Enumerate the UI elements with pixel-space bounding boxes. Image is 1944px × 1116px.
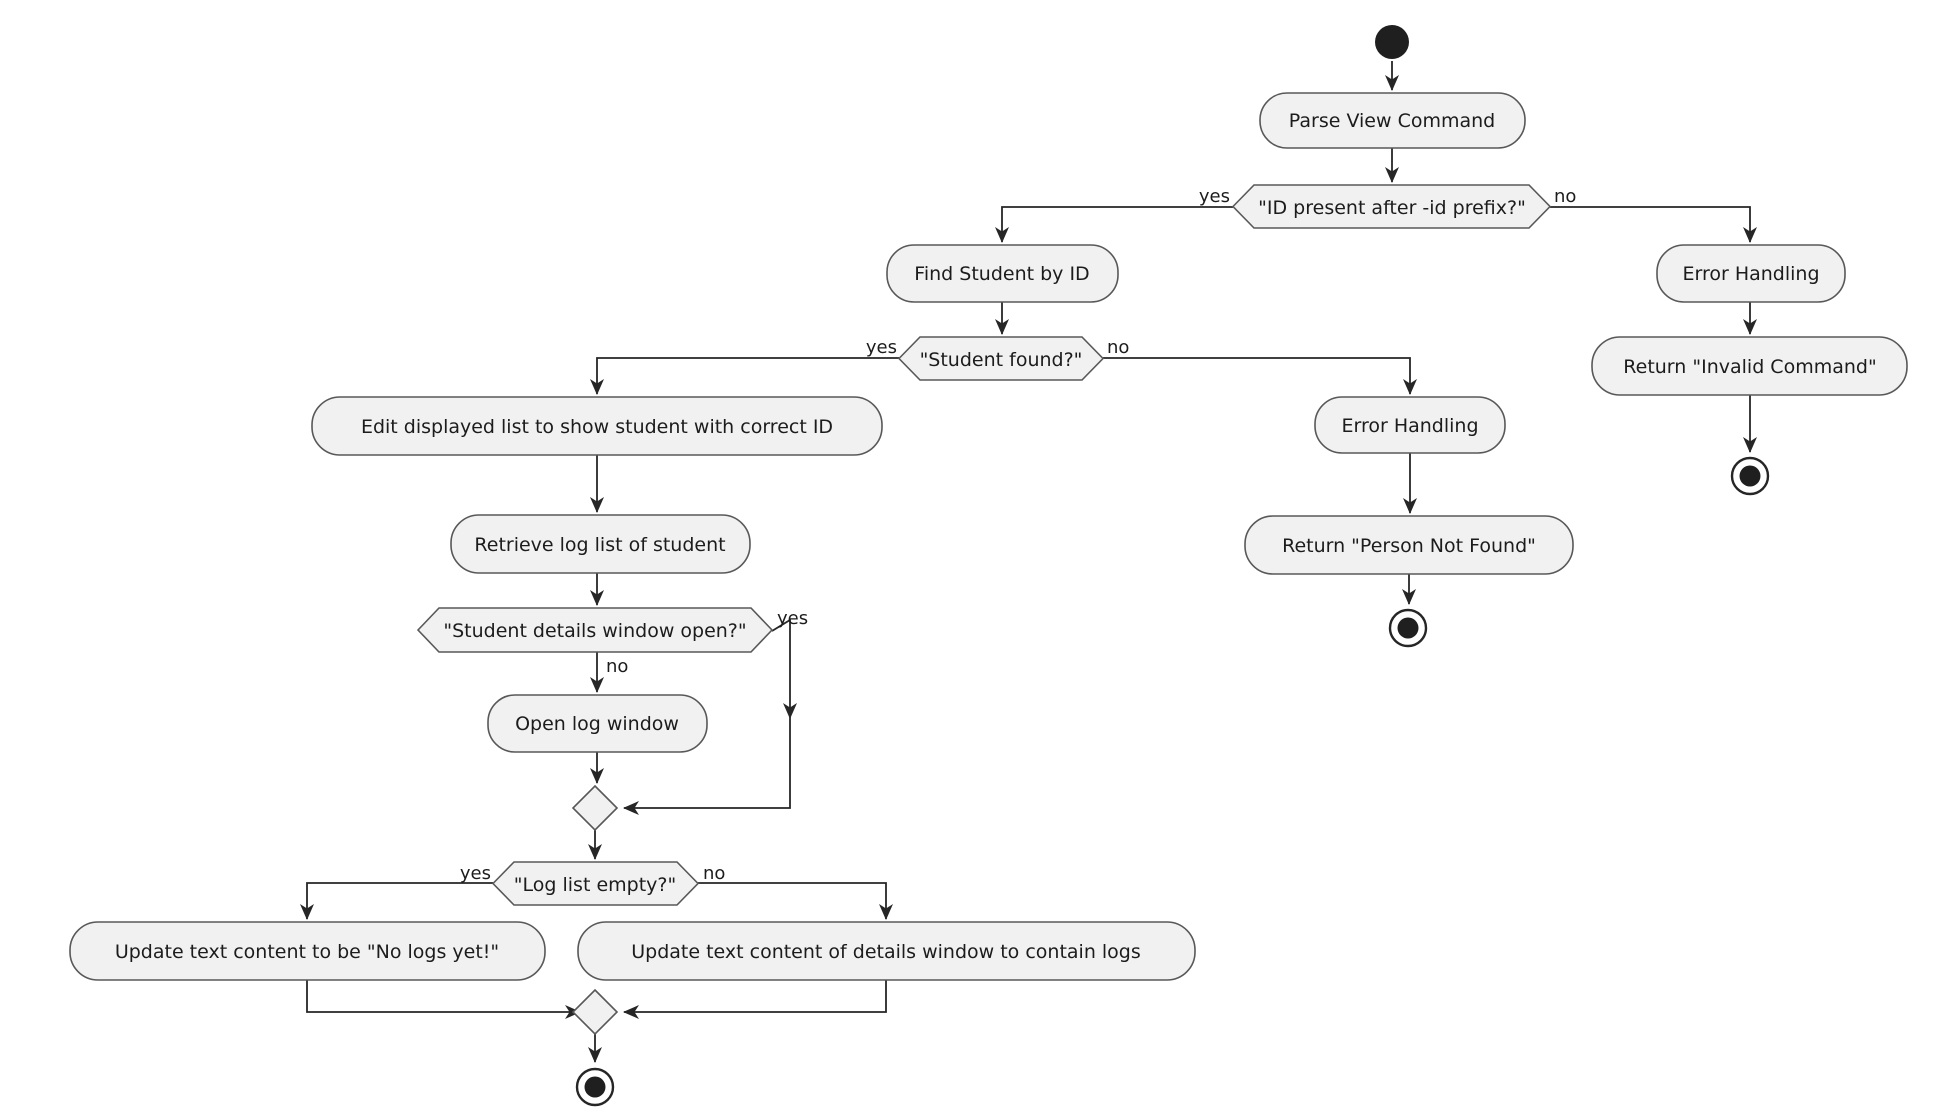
node-update-no-logs: Update text content to be "No logs yet!"	[69, 921, 546, 981]
activity-box	[1591, 336, 1908, 396]
node-details-window-decision: "Student details window open?"	[416, 607, 774, 653]
node-return-invalid-command: Return "Invalid Command"	[1591, 336, 1908, 396]
label-details-open-no: no	[606, 656, 628, 677]
label-student-found-no: no	[1107, 337, 1129, 358]
node-end-not-found	[1388, 608, 1428, 648]
decision-label: "Log list empty?"	[514, 874, 676, 896]
edge-id-yes-to-find-student	[995, 206, 1233, 243]
node-return-person-not-found: Return "Person Not Found"	[1244, 515, 1574, 575]
end-circle-inner	[1739, 465, 1761, 487]
activity-label: Return "Person Not Found"	[1282, 535, 1536, 557]
edge-found-yes-to-edit-list	[590, 357, 899, 395]
activity-box	[1259, 92, 1526, 149]
start-circle	[1375, 25, 1409, 59]
activity-label: Update text content to be "No logs yet!"	[115, 941, 499, 963]
edge-details-yes-bypass-lower	[623, 718, 791, 815]
label-id-present-no: no	[1554, 186, 1576, 207]
activity-box	[886, 244, 1119, 303]
node-parse-view-command: Parse View Command	[1259, 92, 1526, 149]
edge-log-no-to-update-contain-logs	[698, 882, 893, 920]
end-circle-inner	[1397, 617, 1419, 639]
end-circle-inner	[584, 1076, 606, 1098]
edge-details-yes-bypass-upper	[771, 618, 797, 719]
node-error-handling-not-found: Error Handling	[1314, 396, 1506, 454]
decision-hexagon	[491, 861, 700, 906]
merge-diamond	[571, 988, 619, 1036]
activity-label: Find Student by ID	[914, 263, 1089, 285]
node-error-handling-invalid: Error Handling	[1656, 244, 1846, 303]
label-details-open-yes: yes	[777, 608, 808, 629]
activity-box	[1656, 244, 1846, 303]
node-open-log-window: Open log window	[487, 694, 708, 753]
activity-label: Error Handling	[1682, 263, 1819, 285]
node-retrieve-log-list: Retrieve log list of student	[450, 514, 751, 574]
activity-label: Open log window	[515, 713, 679, 735]
node-id-present-decision: "ID present after -id prefix?"	[1231, 184, 1552, 229]
edges	[300, 61, 1757, 1063]
activity-box	[450, 514, 751, 574]
decision-label: "Student found?"	[920, 349, 1083, 371]
node-start	[1375, 25, 1409, 59]
edge-update-no-logs-to-merge	[306, 980, 581, 1019]
node-log-list-empty-decision: "Log list empty?"	[491, 861, 700, 906]
node-end-main	[575, 1067, 615, 1107]
activity-label: Parse View Command	[1289, 110, 1495, 132]
activity-label: Update text content of details window to…	[631, 941, 1141, 963]
decision-hexagon	[897, 336, 1105, 381]
node-update-contain-logs: Update text content of details window to…	[577, 921, 1196, 981]
activity-box	[487, 694, 708, 753]
node-merge-diamond-2	[571, 988, 619, 1036]
decision-label: "Student details window open?"	[443, 620, 746, 642]
label-id-present-yes: yes	[1199, 186, 1230, 207]
decision-hexagon	[416, 607, 774, 653]
activity-label: Return "Invalid Command"	[1623, 356, 1876, 378]
label-log-empty-no: no	[703, 863, 725, 884]
activity-box	[311, 396, 883, 456]
merge-diamond	[571, 784, 619, 832]
activity-label: Error Handling	[1341, 415, 1478, 437]
activity-box	[577, 921, 1196, 981]
node-student-found-decision: "Student found?"	[897, 336, 1105, 381]
activity-box	[69, 921, 546, 981]
edge-log-yes-to-update-no-logs	[300, 882, 493, 920]
edge-found-no-to-error-handling	[1103, 357, 1417, 395]
node-edit-displayed-list: Edit displayed list to show student with…	[311, 396, 883, 456]
activity-label: Retrieve log list of student	[474, 534, 725, 556]
node-find-student-by-id: Find Student by ID	[886, 244, 1119, 303]
activity-label: Edit displayed list to show student with…	[361, 416, 833, 438]
edge-labels: yes no yes no yes no yes no	[460, 186, 1577, 884]
activity-box	[1244, 515, 1574, 575]
node-merge-diamond-1	[571, 784, 619, 832]
activity-box	[1314, 396, 1506, 454]
label-student-found-yes: yes	[866, 337, 897, 358]
edge-id-no-to-error-handling	[1550, 206, 1757, 243]
decision-label: "ID present after -id prefix?"	[1258, 197, 1526, 219]
label-log-empty-yes: yes	[460, 863, 491, 884]
edge-update-contain-logs-to-merge	[623, 980, 887, 1019]
decision-hexagon	[1231, 184, 1552, 229]
node-end-invalid	[1730, 456, 1770, 496]
